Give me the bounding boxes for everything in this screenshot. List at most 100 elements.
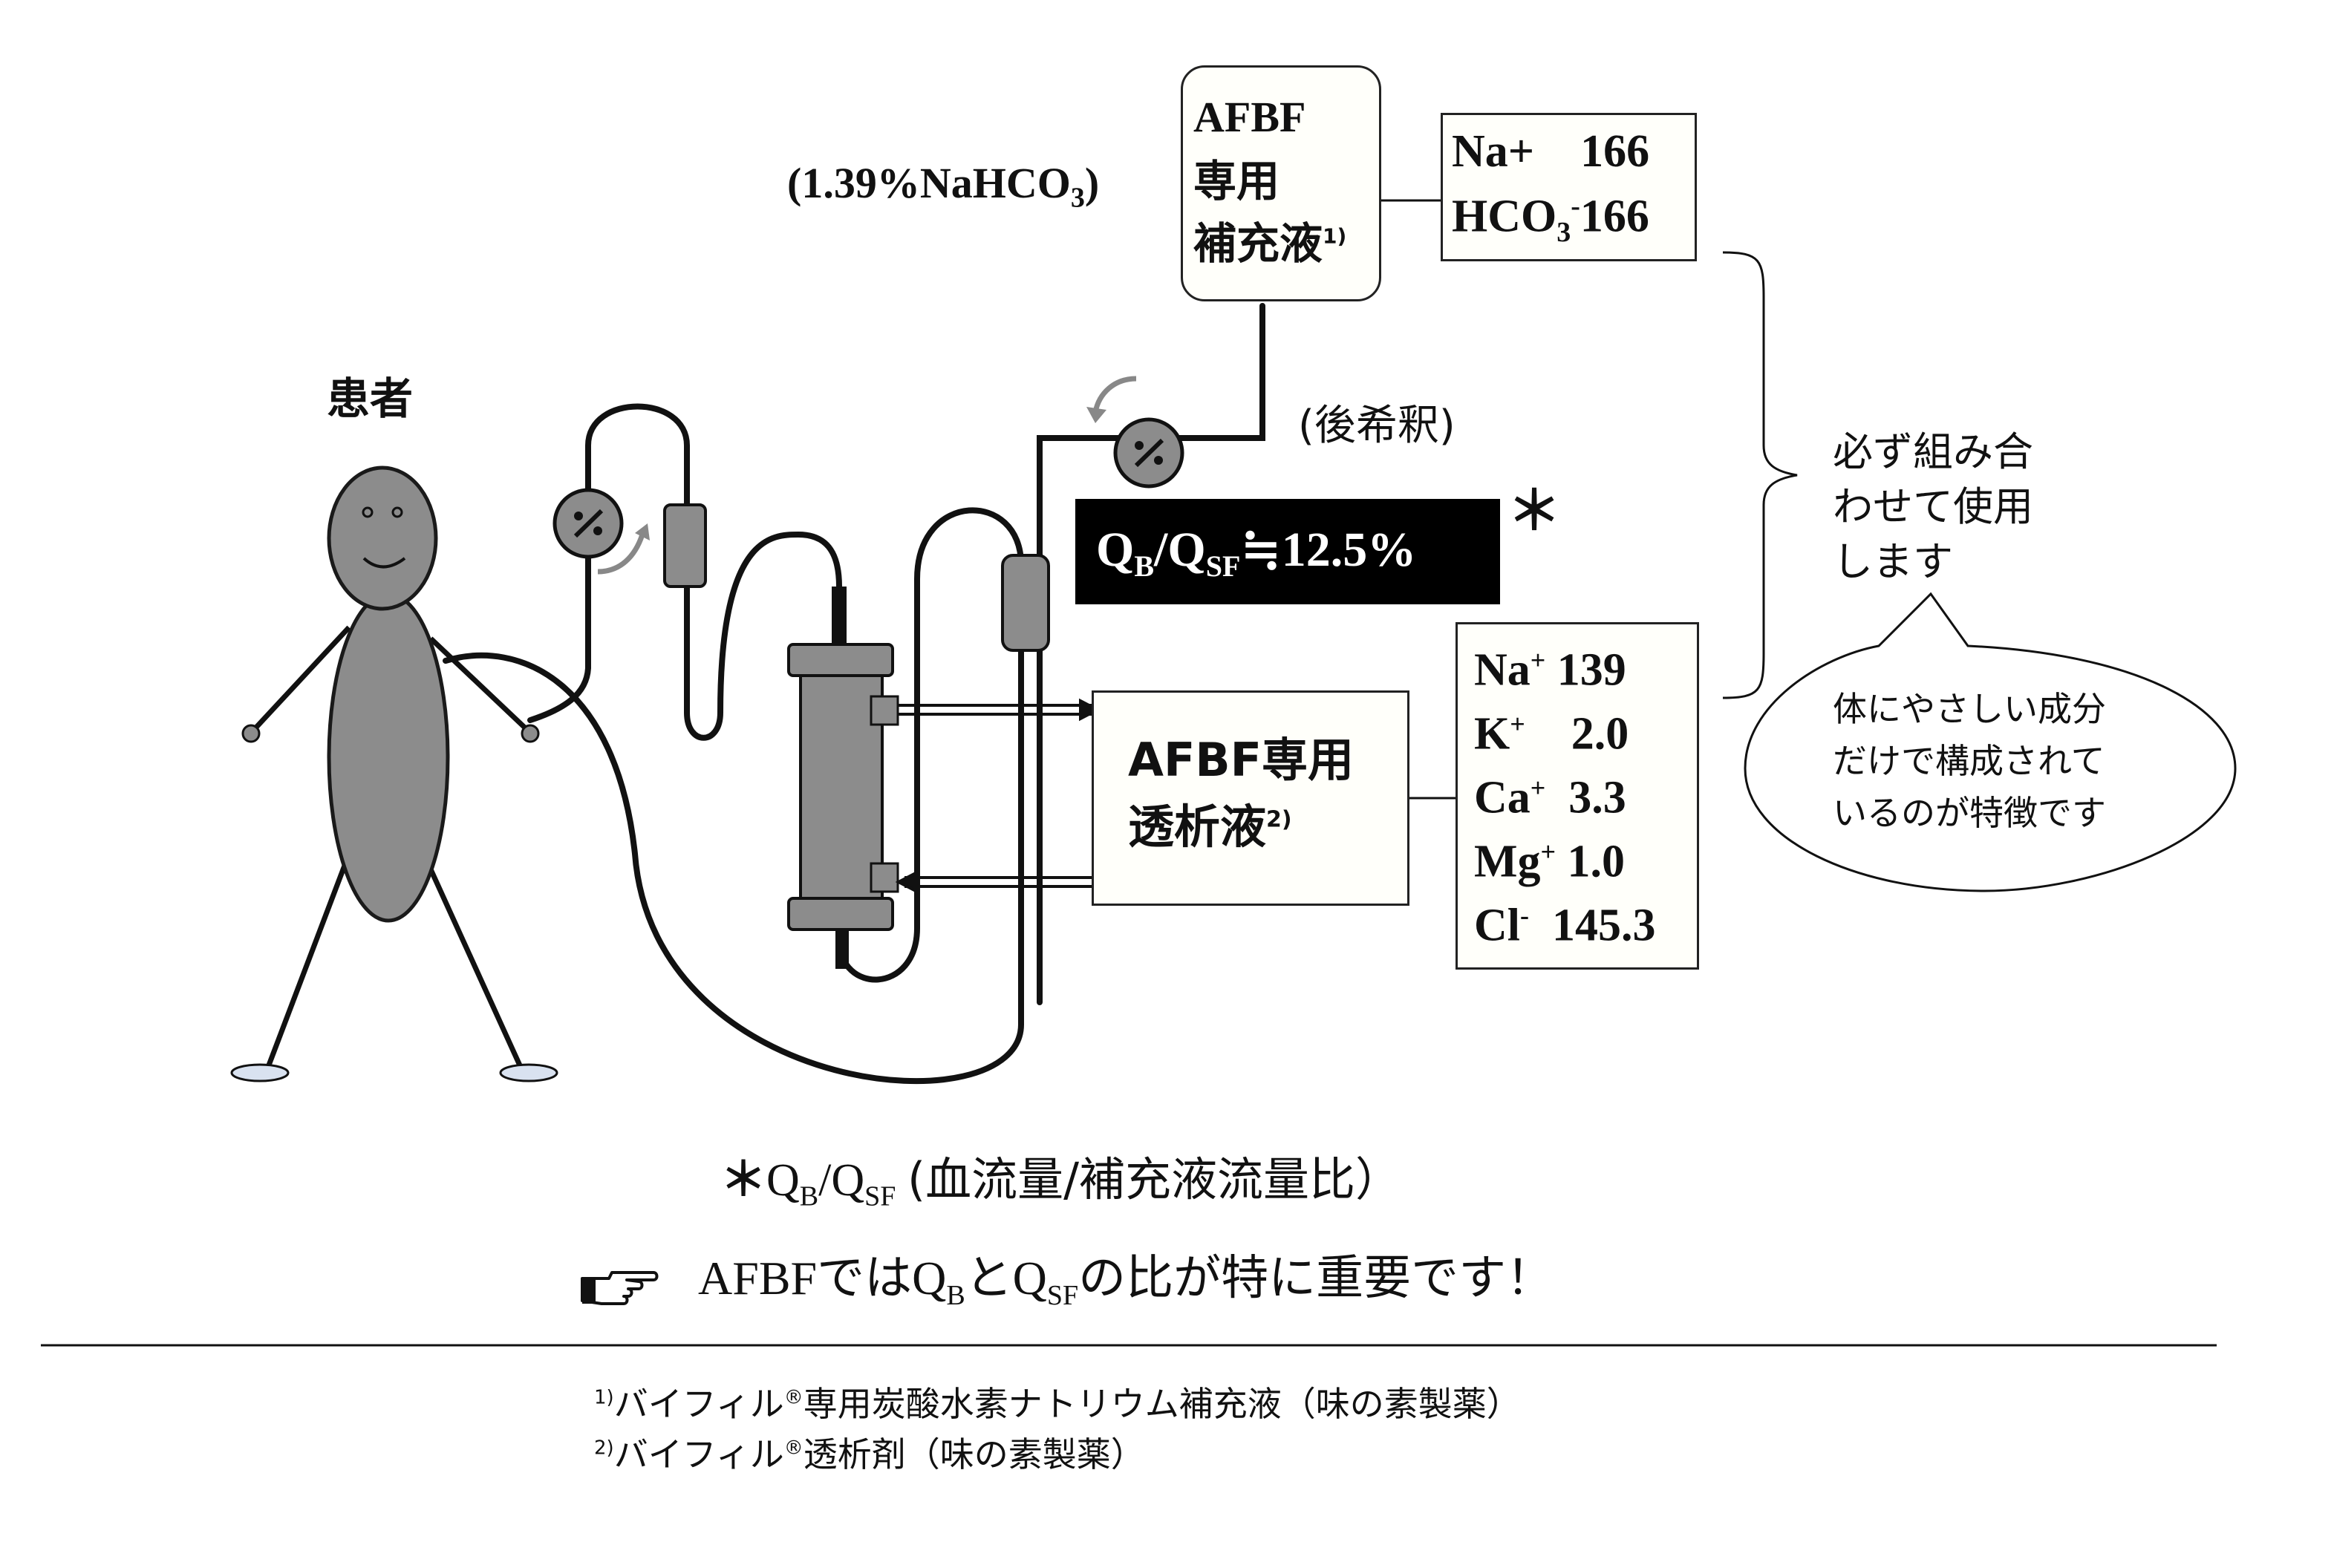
- replacement-concentration-text: (1.39%NaHCO: [787, 159, 1071, 207]
- emphasis-text: AFBFではQBとQSFの比が特に重要です！: [698, 1255, 1554, 1310]
- footnote-2-text-a: バイフィル: [613, 1434, 784, 1474]
- patient-right-arm: [428, 636, 531, 734]
- ratio-text: QB/QSF≒12.5%: [1096, 526, 1416, 581]
- blood-circuit-tubing: [443, 303, 1265, 1085]
- footnote-1-text-b: 専用炭酸水素ナトリウム補充液（味の素製薬）: [803, 1384, 1521, 1424]
- composition-row-ca: Ca+ 3.3: [1474, 774, 1626, 821]
- dialyzer-port-bottom: [870, 862, 899, 893]
- pointing-hand-icon: [579, 1262, 661, 1314]
- dialyzer-port-top: [870, 695, 899, 726]
- dialysate-title-line1: AFBF専用: [1128, 733, 1354, 787]
- patient-figure: [230, 466, 558, 1082]
- definition-slash: /Q: [818, 1155, 865, 1206]
- footnote-2-mark: 2): [594, 1437, 614, 1460]
- replacement-title-line3: 補充液1): [1193, 222, 1346, 265]
- composition-ion: Mg: [1474, 836, 1541, 887]
- composition-ion: Na: [1474, 644, 1531, 696]
- replacement-composition-line2: HCO3-166: [1452, 192, 1649, 246]
- speech-bubble-line1: 体にやさしい成分: [1833, 689, 2106, 729]
- ratio-q-sub: B: [1134, 549, 1155, 584]
- definition-explanation: (血流量/補充液流量比）: [907, 1152, 1402, 1206]
- patient-label: 患者: [327, 373, 414, 424]
- combination-note-line3: します: [1833, 538, 1953, 585]
- patient-right-leg: [424, 860, 523, 1067]
- composition-row-na: Na+ 139: [1474, 647, 1626, 693]
- dialysate-flow-arrows: [895, 698, 1101, 894]
- composition-charge: +: [1540, 837, 1556, 866]
- patient-right-hand: [521, 724, 540, 743]
- footnote-1: 1)バイフィル®専用炭酸水素ナトリウム補充液（味の素製薬）: [594, 1387, 1521, 1421]
- dialysate-title-line2-text: 透析液: [1128, 800, 1267, 854]
- composition-ion: Cl: [1474, 900, 1520, 951]
- speech-bubble-line3: いるのが特徴です: [1833, 793, 2106, 833]
- dialyzer: [787, 587, 899, 969]
- footnote-1-mark: 1): [594, 1386, 614, 1409]
- arterial-line: [527, 403, 842, 741]
- composition-row-k: K+ 2.0: [1474, 710, 1629, 757]
- dialysate-box: AFBF専用 透析液2): [1092, 690, 1409, 906]
- emphasis-text-a: AFBFではQ: [698, 1252, 947, 1304]
- venous-line: [836, 507, 1024, 983]
- ratio-asterisk: ＊: [1507, 480, 1562, 542]
- composition-value: 3.3: [1568, 772, 1626, 823]
- composition-charge: +: [1510, 709, 1525, 739]
- dialysate-footnote-mark: 2): [1266, 806, 1292, 833]
- replacement-footnote-mark: 1): [1323, 223, 1347, 249]
- speech-bubble: [1744, 592, 2237, 892]
- footnote-2-reg: ®: [783, 1437, 803, 1460]
- composition-value: 139: [1556, 644, 1626, 696]
- emphasis-text-b: とQ: [965, 1252, 1047, 1304]
- emphasis-sub-b: B: [946, 1279, 965, 1311]
- replacement-composition-box: Na+ 166 HCO3-166: [1441, 113, 1697, 261]
- patient-left-eye: [362, 506, 374, 518]
- blood-pump-arrow-icon: [597, 533, 645, 575]
- arterial-chamber: [663, 503, 707, 588]
- replacement-composition-ion-sub: 3: [1556, 217, 1571, 249]
- patient-smile: [362, 557, 406, 569]
- dialyzer-body: [799, 674, 884, 915]
- composition-charge: -: [1520, 901, 1529, 930]
- composition-row-mg: Mg+ 1.0: [1474, 838, 1625, 885]
- patient-head: [327, 466, 438, 611]
- replacement-title-line1: AFBF: [1193, 93, 1306, 141]
- replacement-composition-value: 166: [1580, 191, 1649, 242]
- patient-body: [327, 592, 450, 923]
- replacement-concentration-close: ): [1084, 159, 1100, 207]
- replacement-composition-line1: Na+ 166: [1452, 126, 1650, 177]
- replacement-pump-arrow-icon: [1092, 376, 1137, 413]
- venous-drip-chamber: [1001, 554, 1050, 652]
- combination-note-line2: わせて使用: [1833, 483, 2033, 530]
- post-dilution-label: (後希釈): [1298, 402, 1456, 450]
- combination-brace: [1722, 251, 1798, 699]
- footnote-2: 2)バイフィル®透析剤（味の素製薬）: [594, 1437, 1145, 1471]
- footnote-2-text-b: 透析剤（味の素製薬）: [803, 1434, 1145, 1474]
- combination-note-line1: 必ず組み合: [1833, 428, 2033, 475]
- patient-right-eye: [391, 506, 403, 518]
- composition-value: 1.0: [1567, 836, 1626, 887]
- composition-value: 2.0: [1571, 708, 1629, 760]
- dialysate-composition-box: Na+ 139 K+ 2.0 Ca+ 3.3 Mg+ 1.0 Cl- 145.3: [1456, 622, 1699, 970]
- replacement-pump: [1086, 376, 1184, 489]
- speech-bubble-line2: だけで構成されて: [1833, 741, 2105, 781]
- composition-row-cl: Cl- 145.3: [1474, 902, 1656, 949]
- venous-return-line: [443, 643, 1024, 1085]
- patient-right-foot: [499, 1063, 558, 1082]
- composition-ion: Ca: [1474, 772, 1531, 823]
- composition-ion: K: [1474, 708, 1510, 760]
- dialysate-title-line2: 透析液2): [1128, 804, 1292, 850]
- emphasis-sub-sf: SF: [1046, 1279, 1079, 1311]
- replacement-composition-ion: HCO: [1452, 191, 1557, 242]
- definition-q-sub: B: [799, 1180, 819, 1212]
- definition-q2-sub: SF: [864, 1180, 896, 1212]
- ratio-slash: /Q: [1154, 523, 1206, 577]
- ratio-value: ≒12.5%: [1240, 523, 1417, 577]
- patient-left-hand: [241, 724, 261, 743]
- definition-star: ＊: [720, 1152, 767, 1206]
- patient-left-foot: [230, 1063, 290, 1082]
- ratio-definition: ＊QB/QSF (血流量/補充液流量比）: [720, 1155, 1401, 1212]
- composition-charge: +: [1530, 645, 1546, 675]
- replacement-concentration-label: (1.39%NaHCO3): [787, 162, 1099, 212]
- composition-charge: +: [1530, 773, 1546, 803]
- ratio-box: QB/QSF≒12.5%: [1075, 499, 1500, 604]
- ratio-q: Q: [1096, 523, 1135, 577]
